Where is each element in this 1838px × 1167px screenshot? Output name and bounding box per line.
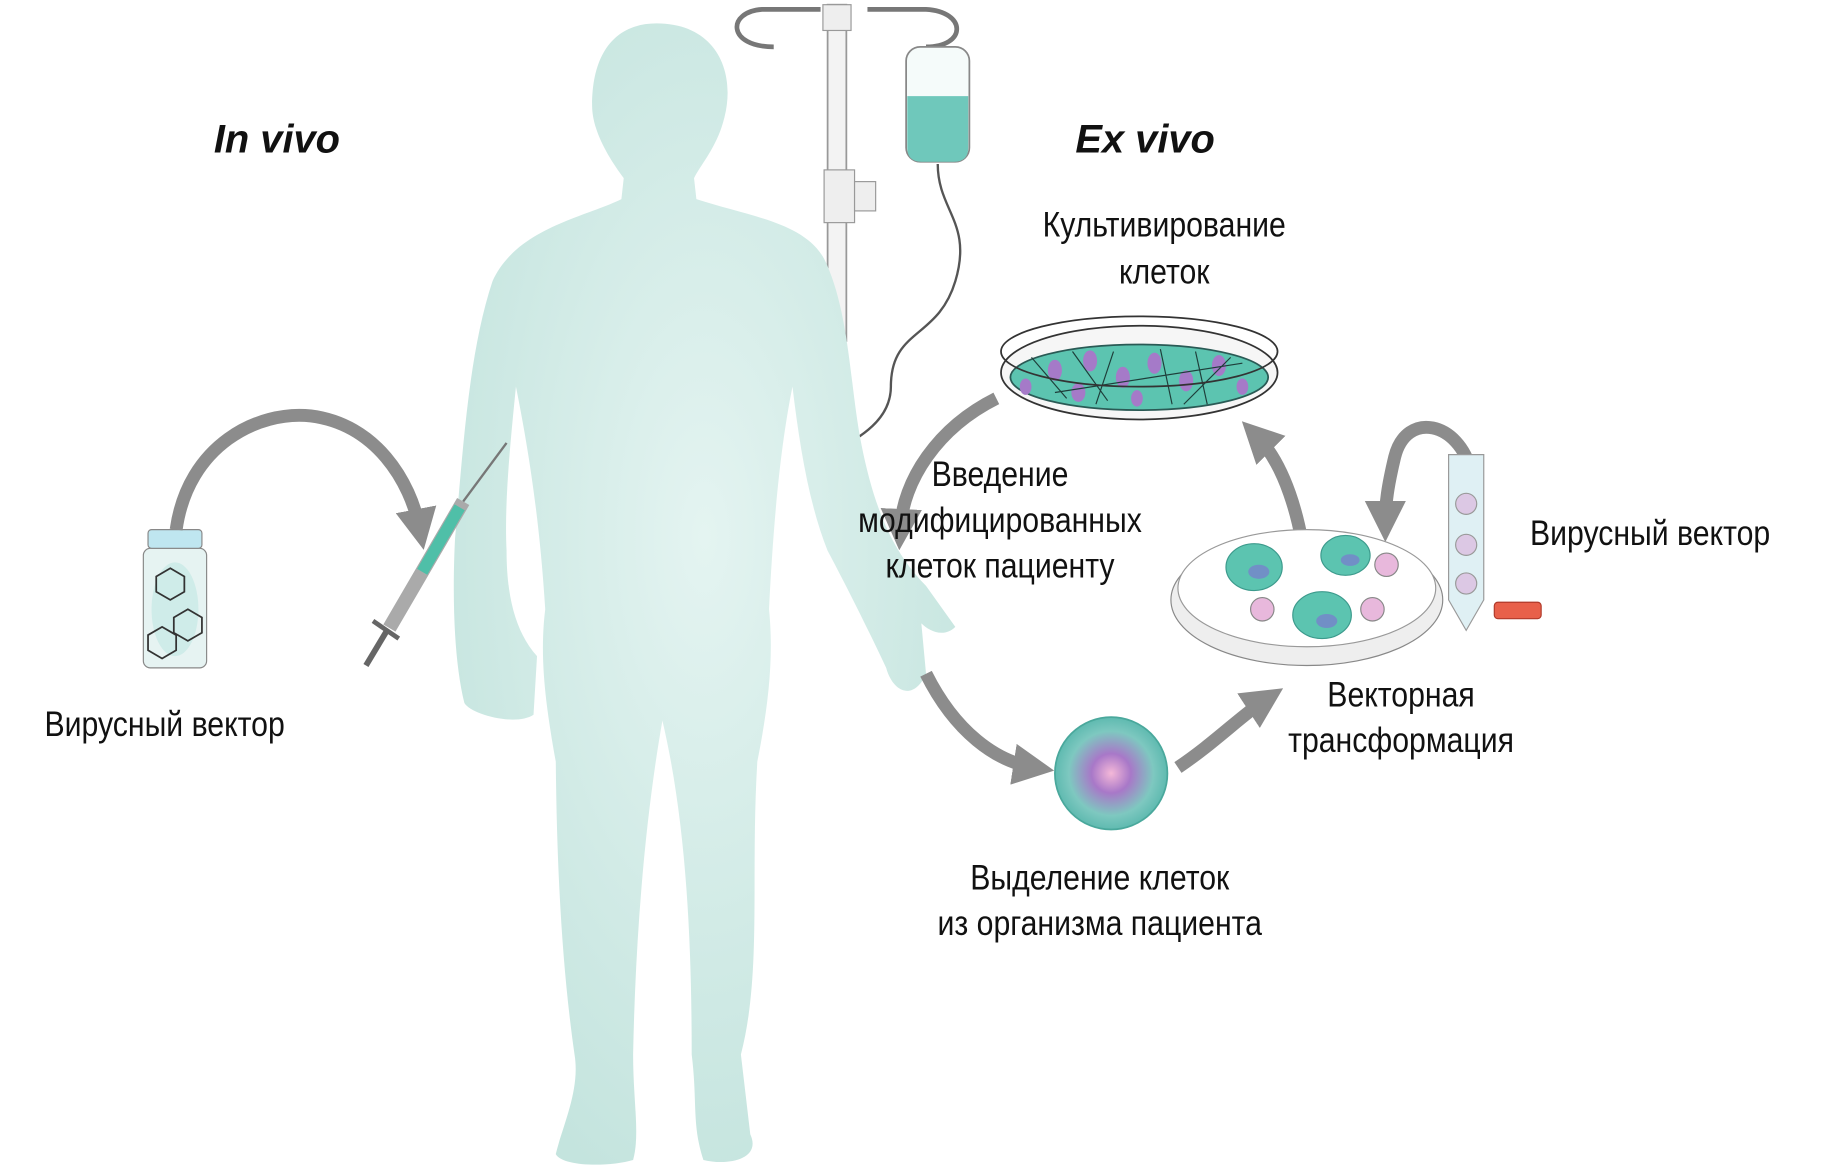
- arrow-hand-to-cell: [920, 670, 1055, 785]
- isolated-cell: [1054, 716, 1169, 831]
- virus-particles: [1250, 552, 1399, 622]
- cell-culture-label-2: клеток: [1119, 251, 1210, 291]
- ex-vivo-title: Ex vivo: [1075, 117, 1214, 161]
- iv-drip-stand: [734, 3, 971, 453]
- culture-petri-dish: [1000, 315, 1279, 421]
- virus-vial-icon: [142, 529, 208, 669]
- arrow-dish-to-patient: [880, 392, 1000, 551]
- cell-isolation-label-2: из организма пациента: [938, 903, 1263, 943]
- iv-tube: [834, 164, 962, 453]
- transformation-petri-dish: [1170, 529, 1444, 667]
- arrow-cell-to-transformation: [1174, 688, 1284, 773]
- viral-vector-left-label: Вирусный вектор: [45, 704, 285, 744]
- in-vivo-title: In vivo: [214, 117, 340, 161]
- syringe-icon: [363, 442, 508, 668]
- vector-transformation-label-2: трансформация: [1288, 720, 1514, 760]
- reintroduction-label-3: клеток пациенту: [885, 545, 1115, 585]
- cell-isolation-label-1: Выделение клеток: [970, 857, 1230, 897]
- reintroduction-label-2: модифицированных: [858, 500, 1142, 540]
- iv-bag: [905, 45, 971, 163]
- viral-vector-right-label: Вирусный вектор: [1530, 513, 1770, 553]
- vector-transformation-label-1: Векторная: [1327, 674, 1474, 714]
- reintroduction-label-1: Введение: [932, 454, 1069, 494]
- arrow-vial-to-syringe: [169, 408, 437, 550]
- human-body-silhouette: [453, 23, 956, 1165]
- viral-vector-tube: [1448, 454, 1542, 632]
- arrow-vector-to-dish: [1364, 420, 1478, 543]
- cell-culture-label-1: Культивирование: [1043, 205, 1286, 245]
